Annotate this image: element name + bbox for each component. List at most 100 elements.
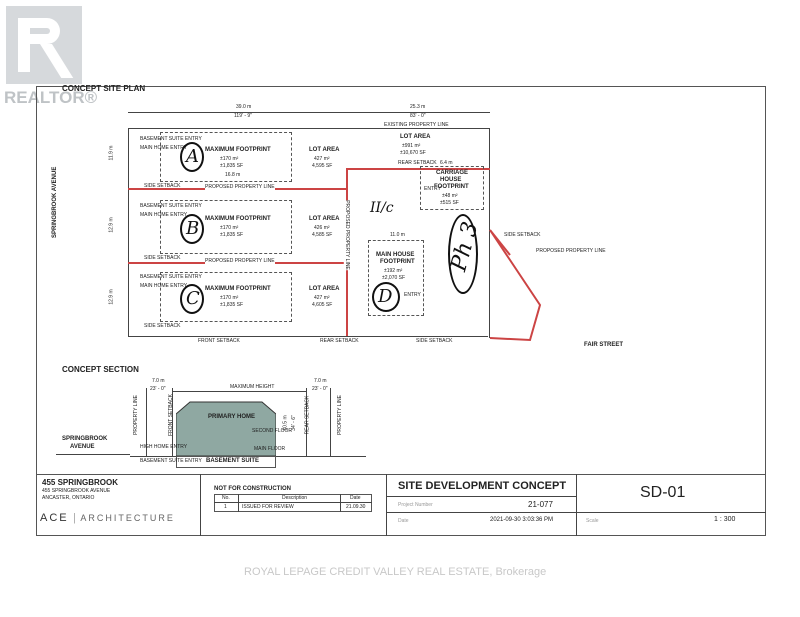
lot-c-side-setback: SIDE SETBACK (144, 323, 181, 329)
site-bottom-edge-left (128, 336, 488, 337)
ace-logo-divider: | (73, 512, 76, 524)
date-label: Date (398, 518, 409, 524)
carriage-dim: 6.4 m (440, 160, 453, 166)
lot-c-area-title: LOT AREA (309, 286, 340, 292)
lot-c-footprint-sf: ±1,835 SF (220, 302, 244, 308)
rev-no: 1 (224, 504, 227, 510)
lot-c-circle (180, 284, 204, 314)
dim-top-right: 25.3 m (410, 104, 426, 110)
revision-table (214, 494, 372, 512)
lot-b-side-setback: SIDE SETBACK (144, 255, 181, 261)
lot-b-basement-entry: BASEMENT SUITE ENTRY (140, 203, 202, 209)
lot-c-main-entry: MAIN HOME ENTRY (140, 283, 188, 289)
site-plan-title: CONCEPT SITE PLAN (62, 84, 146, 93)
carriage-title-1: CARRIAGE (436, 170, 469, 176)
section-street-line (56, 454, 130, 455)
carriage-house-footprint (420, 166, 484, 210)
section-height: 10.5 m (282, 415, 289, 431)
realtor-logo: REALTOR® (0, 0, 97, 108)
section-setback-rear (306, 388, 307, 456)
section-basement (176, 456, 276, 468)
realtor-wordmark: REALTOR® (4, 88, 98, 107)
section-max-height-line (172, 391, 306, 392)
proposed-line-top (346, 168, 490, 170)
dim-lot-b: 12.9 m (108, 217, 115, 233)
carriage-title-2: HOUSE (440, 177, 462, 183)
section-basement-entry: BASEMENT SUITE ENTRY (140, 458, 202, 464)
lot-c-area-sf: 4,605 SF (312, 302, 333, 308)
section-house (176, 401, 276, 456)
main-house-title-2: FOOTPRINT (380, 259, 415, 265)
lot-c-footprint-title: MAXIMUM FOOTPRINT (205, 286, 271, 292)
lot-a-footprint-m: ±170 m² (220, 156, 239, 162)
dim-line-top-left (128, 112, 346, 113)
carriage-sf: ±515 SF (440, 200, 459, 206)
main-house-handmark: D (378, 286, 393, 307)
main-house-sf: ±2,070 SF (382, 275, 406, 281)
sheet-number: SD-01 (640, 484, 686, 501)
big-lot-rear-setback: REAR SETBACK (398, 160, 437, 166)
rev-date: 21.09.30 (346, 504, 366, 510)
lot-a-basement-entry: BASEMENT SUITE ENTRY (140, 136, 202, 142)
lot-a-inner-dim: 16.8 m (225, 172, 241, 178)
dim-line-top-right (346, 112, 490, 113)
lot-a-circle (180, 142, 204, 172)
main-house-circle (372, 282, 400, 312)
section-max-height: MAXIMUM HEIGHT (230, 384, 275, 390)
section-prop-line-r: PROPERTY LINE (336, 395, 343, 435)
lot-a-footprint (160, 132, 292, 182)
rear-setback-label: REAR SETBACK (320, 338, 359, 344)
dim-lot-c: 12.9 m (108, 289, 115, 305)
sheet-title: SITE DEVELOPMENT CONCEPT (398, 480, 567, 492)
lot-b-footprint-title: MAXIMUM FOOTPRINT (205, 216, 271, 222)
lot-a-area-sf: 4,595 SF (312, 163, 333, 169)
lot-b-area-sf: 4,585 SF (312, 232, 333, 238)
project-name: 455 SPRINGBROOK (42, 478, 119, 487)
dim-top-left-ft: 119' - 9" (234, 113, 252, 119)
lot-a-side-setback: SIDE SETBACK (144, 183, 181, 189)
lot-c-handmark: C (186, 288, 200, 309)
lot-d-handmark: II/c (370, 200, 394, 216)
rev-row-divider (214, 502, 372, 503)
section-high-entry: HIGH HOME ENTRY (140, 444, 188, 450)
site-top-edge (128, 128, 490, 129)
fair-street-label: FAIR STREET (584, 342, 624, 348)
proposed-line-bc-label: PROPOSED PROPERTY LINE (205, 258, 275, 264)
front-setback-label: FRONT SETBACK (198, 338, 240, 344)
realtor-r-icon (6, 6, 82, 84)
project-number: 21-077 (528, 500, 553, 509)
title-block (36, 474, 766, 536)
lot-c-basement-entry: BASEMENT SUITE ENTRY (140, 274, 202, 280)
lot-b-circle (180, 214, 204, 244)
dim-top-left: 39.0 m (236, 104, 252, 110)
lot-a-footprint-sf: ±1,835 SF (220, 163, 244, 169)
rev-col-1 (238, 494, 239, 512)
section-second-floor: SECOND FLOOR (252, 428, 293, 434)
section-title: CONCEPT SECTION (62, 365, 139, 374)
lot-a-footprint-title: MAXIMUM FOOTPRINT (205, 147, 271, 153)
rev-header-no: No. (222, 495, 230, 501)
lot-a-handmark: A (186, 146, 199, 167)
lot-b-main-entry: MAIN HOME ENTRY (140, 212, 188, 218)
tb-divider-3 (576, 474, 577, 536)
section-basement-label: BASEMENT SUITE (206, 458, 260, 464)
big-lot-area-m: ±991 m² (402, 143, 421, 149)
dim-lot-a: 11.9 m (108, 145, 115, 161)
lot-c-footprint (160, 272, 292, 322)
lot-a-area-title: LOT AREA (309, 147, 340, 153)
tb-hline-1 (386, 496, 576, 497)
rev-header-desc: Description (282, 495, 308, 501)
section-dim-r: 7.0 m (314, 378, 327, 384)
proposed-line-ab-label: PROPOSED PROPERTY LINE (205, 184, 275, 190)
springbrook-avenue-label: SPRINGBROOK AVENUE (52, 166, 58, 238)
side-setback-bottom-label: SIDE SETBACK (416, 338, 453, 344)
section-dim-l: 7.0 m (152, 378, 165, 384)
lot-b-footprint (160, 200, 292, 254)
section-prop-r (330, 388, 331, 456)
section-rear-setback: REAR SETBACK (304, 395, 311, 435)
section-dim-r-ft: 23' - 0" (312, 386, 328, 392)
section-primary-home: PRIMARY HOME (208, 414, 256, 420)
lot-b-handmark: B (186, 218, 200, 239)
lot-c-area-m: 427 m² (314, 295, 330, 301)
section-street: SPRINGBROOK (62, 436, 108, 442)
